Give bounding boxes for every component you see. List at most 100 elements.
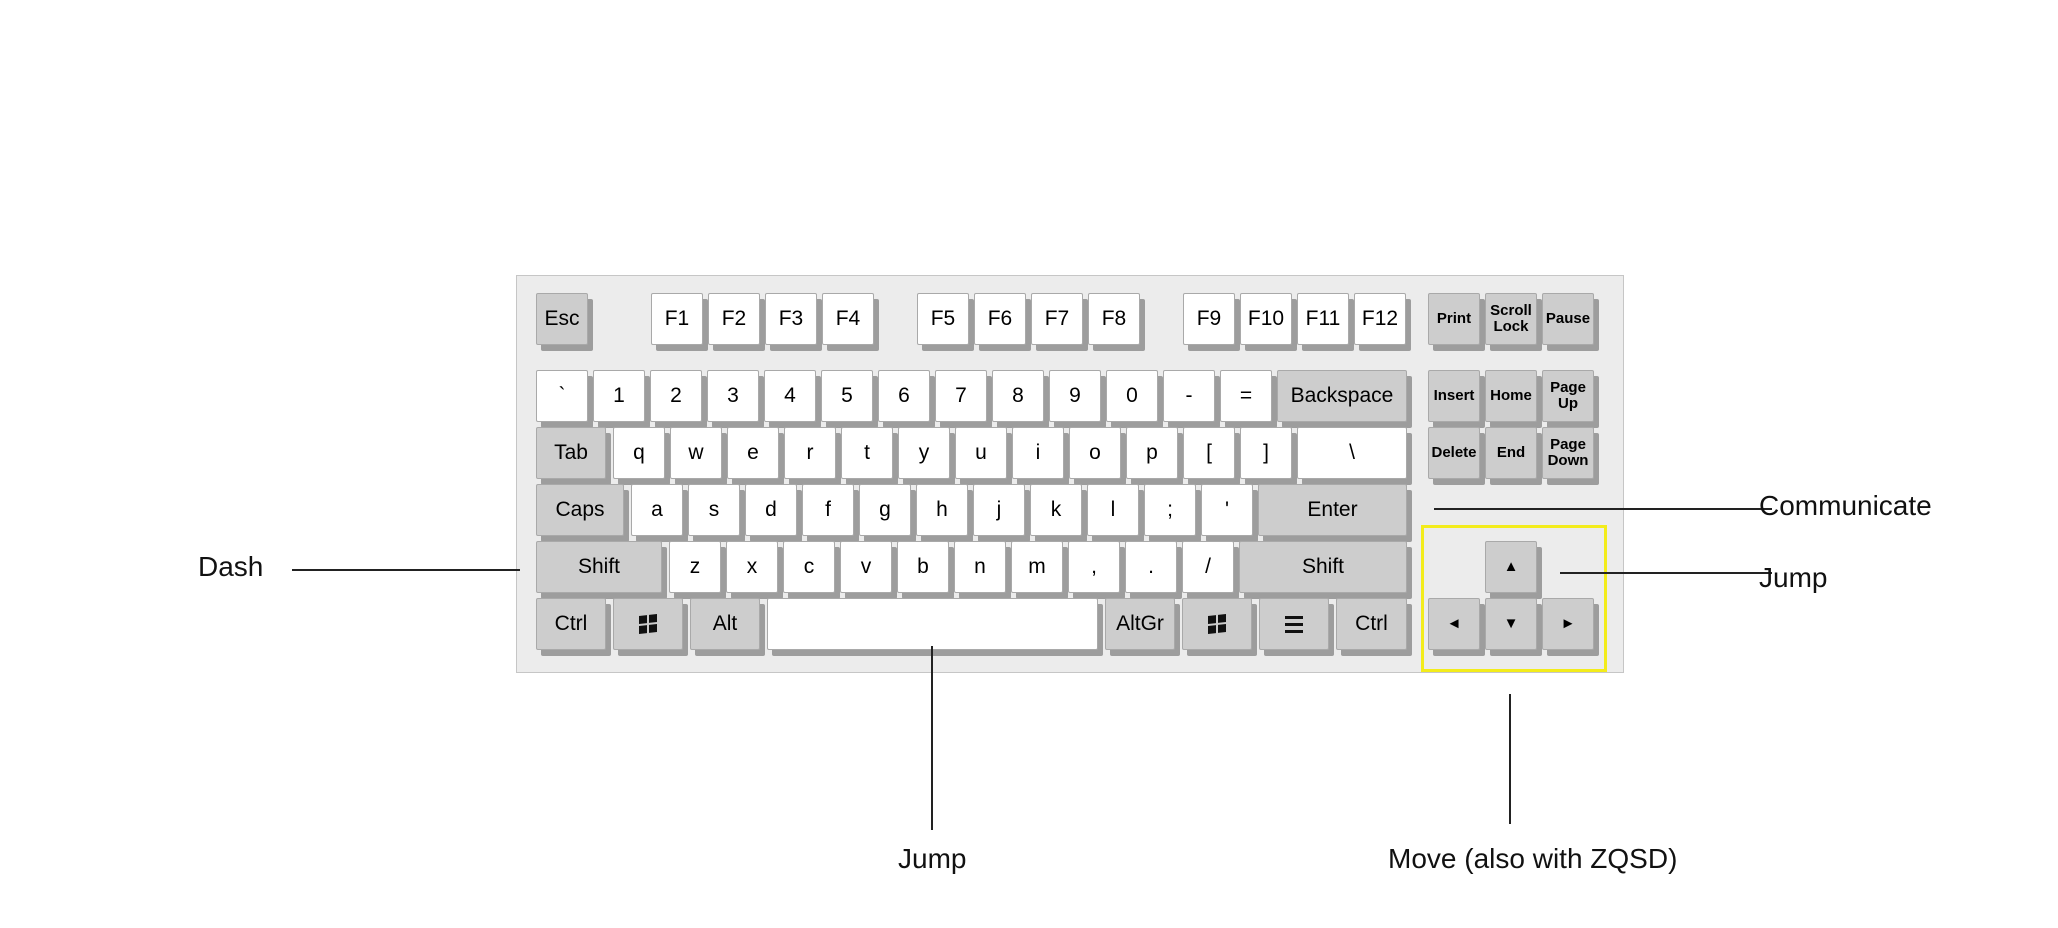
key-f6[interactable]: F6: [974, 293, 1026, 345]
key-9[interactable]: 9: [1049, 370, 1101, 422]
key-1[interactable]: 1: [593, 370, 645, 422]
key-altgr[interactable]: AltGr: [1105, 598, 1175, 650]
key-shift-right[interactable]: Shift: [1239, 541, 1407, 593]
key-arrow-up[interactable]: ▲: [1485, 541, 1537, 593]
key-p[interactable]: p: [1126, 427, 1178, 479]
key-delete[interactable]: Delete: [1428, 427, 1480, 479]
key-i[interactable]: i: [1012, 427, 1064, 479]
arrow-keys-highlight: [1421, 525, 1607, 672]
key-delete-label: Delete: [1431, 444, 1477, 462]
key-sym-12[interactable]: =: [1220, 370, 1272, 422]
key-8[interactable]: 8: [992, 370, 1044, 422]
key-r[interactable]: r: [784, 427, 836, 479]
key-4[interactable]: 4: [764, 370, 816, 422]
key-f7[interactable]: F7: [1031, 293, 1083, 345]
key-ctrl-left[interactable]: Ctrl: [536, 598, 606, 650]
key-sym-8[interactable]: .: [1125, 541, 1177, 593]
key-arrow-right[interactable]: ►: [1542, 598, 1594, 650]
key-windows-right[interactable]: [1182, 598, 1252, 650]
key-sym-9-label: ;: [1167, 497, 1173, 521]
key-h[interactable]: h: [916, 484, 968, 536]
key-o[interactable]: o: [1069, 427, 1121, 479]
key-sym-11[interactable]: ]: [1240, 427, 1292, 479]
key-y[interactable]: y: [898, 427, 950, 479]
key-tab[interactable]: Tab: [536, 427, 606, 479]
key-space[interactable]: [767, 598, 1098, 650]
key-windows-left[interactable]: [613, 598, 683, 650]
key-f2[interactable]: F2: [708, 293, 760, 345]
key-sym-9-label: /: [1205, 554, 1211, 578]
key-enter[interactable]: Enter: [1258, 484, 1407, 536]
key-x[interactable]: x: [726, 541, 778, 593]
key-sym-10[interactable]: [: [1183, 427, 1235, 479]
key-u[interactable]: u: [955, 427, 1007, 479]
key-sym-10[interactable]: ': [1201, 484, 1253, 536]
key-s[interactable]: s: [688, 484, 740, 536]
key-sym-0[interactable]: `: [536, 370, 588, 422]
key-f8[interactable]: F8: [1088, 293, 1140, 345]
key-f12-label: F12: [1361, 306, 1399, 330]
key-end[interactable]: End: [1485, 427, 1537, 479]
key-ctrl-right[interactable]: Ctrl: [1336, 598, 1407, 650]
key-alt[interactable]: Alt: [690, 598, 760, 650]
key-q[interactable]: q: [613, 427, 665, 479]
key-backslash[interactable]: \: [1297, 427, 1407, 479]
key-f3[interactable]: F3: [765, 293, 817, 345]
key-arrow-up-label: ▲: [1503, 558, 1519, 576]
key-k[interactable]: k: [1030, 484, 1082, 536]
key-w[interactable]: w: [670, 427, 722, 479]
key-sym-11[interactable]: -: [1163, 370, 1215, 422]
key-g[interactable]: g: [859, 484, 911, 536]
key-shift-left[interactable]: Shift: [536, 541, 662, 593]
key-insert[interactable]: Insert: [1428, 370, 1480, 422]
key-f5-label: F5: [930, 306, 956, 330]
key-sym-9[interactable]: ;: [1144, 484, 1196, 536]
key-c[interactable]: c: [783, 541, 835, 593]
key-f5[interactable]: F5: [917, 293, 969, 345]
key-a[interactable]: a: [631, 484, 683, 536]
key-home[interactable]: Home: [1485, 370, 1537, 422]
key-v[interactable]: v: [840, 541, 892, 593]
key-arrow-down[interactable]: ▼: [1485, 598, 1537, 650]
key-menu[interactable]: [1259, 598, 1329, 650]
key-z[interactable]: z: [669, 541, 721, 593]
key-f1[interactable]: F1: [651, 293, 703, 345]
key-3[interactable]: 3: [707, 370, 759, 422]
key-backslash-label: \: [1349, 440, 1355, 464]
key-f[interactable]: f: [802, 484, 854, 536]
key-0[interactable]: 0: [1106, 370, 1158, 422]
key-f10[interactable]: F10: [1240, 293, 1292, 345]
key-f11[interactable]: F11: [1297, 293, 1349, 345]
key-n[interactable]: n: [954, 541, 1006, 593]
key-d[interactable]: d: [745, 484, 797, 536]
key-arrow-left[interactable]: ◄: [1428, 598, 1480, 650]
key-7[interactable]: 7: [935, 370, 987, 422]
key-pause[interactable]: Pause: [1542, 293, 1594, 345]
key-l[interactable]: l: [1087, 484, 1139, 536]
key-print[interactable]: Print: [1428, 293, 1480, 345]
key-sym-9[interactable]: /: [1182, 541, 1234, 593]
key-e[interactable]: e: [727, 427, 779, 479]
key-f4[interactable]: F4: [822, 293, 874, 345]
key-t[interactable]: t: [841, 427, 893, 479]
key-caps[interactable]: Caps: [536, 484, 624, 536]
key-f12[interactable]: F12: [1354, 293, 1406, 345]
key-f9-label: F9: [1196, 306, 1222, 330]
key-backspace[interactable]: Backspace: [1277, 370, 1407, 422]
key-esc[interactable]: Esc: [536, 293, 588, 345]
key-insert-label: Insert: [1433, 387, 1475, 405]
key-j[interactable]: j: [973, 484, 1025, 536]
key-sym-11-label: ]: [1263, 440, 1269, 464]
key-m[interactable]: m: [1011, 541, 1063, 593]
key-b[interactable]: b: [897, 541, 949, 593]
key-4-label: 4: [784, 383, 796, 407]
key-sym-7[interactable]: ,: [1068, 541, 1120, 593]
key-6[interactable]: 6: [878, 370, 930, 422]
key-2[interactable]: 2: [650, 370, 702, 422]
key-5[interactable]: 5: [821, 370, 873, 422]
key-f9[interactable]: F9: [1183, 293, 1235, 345]
